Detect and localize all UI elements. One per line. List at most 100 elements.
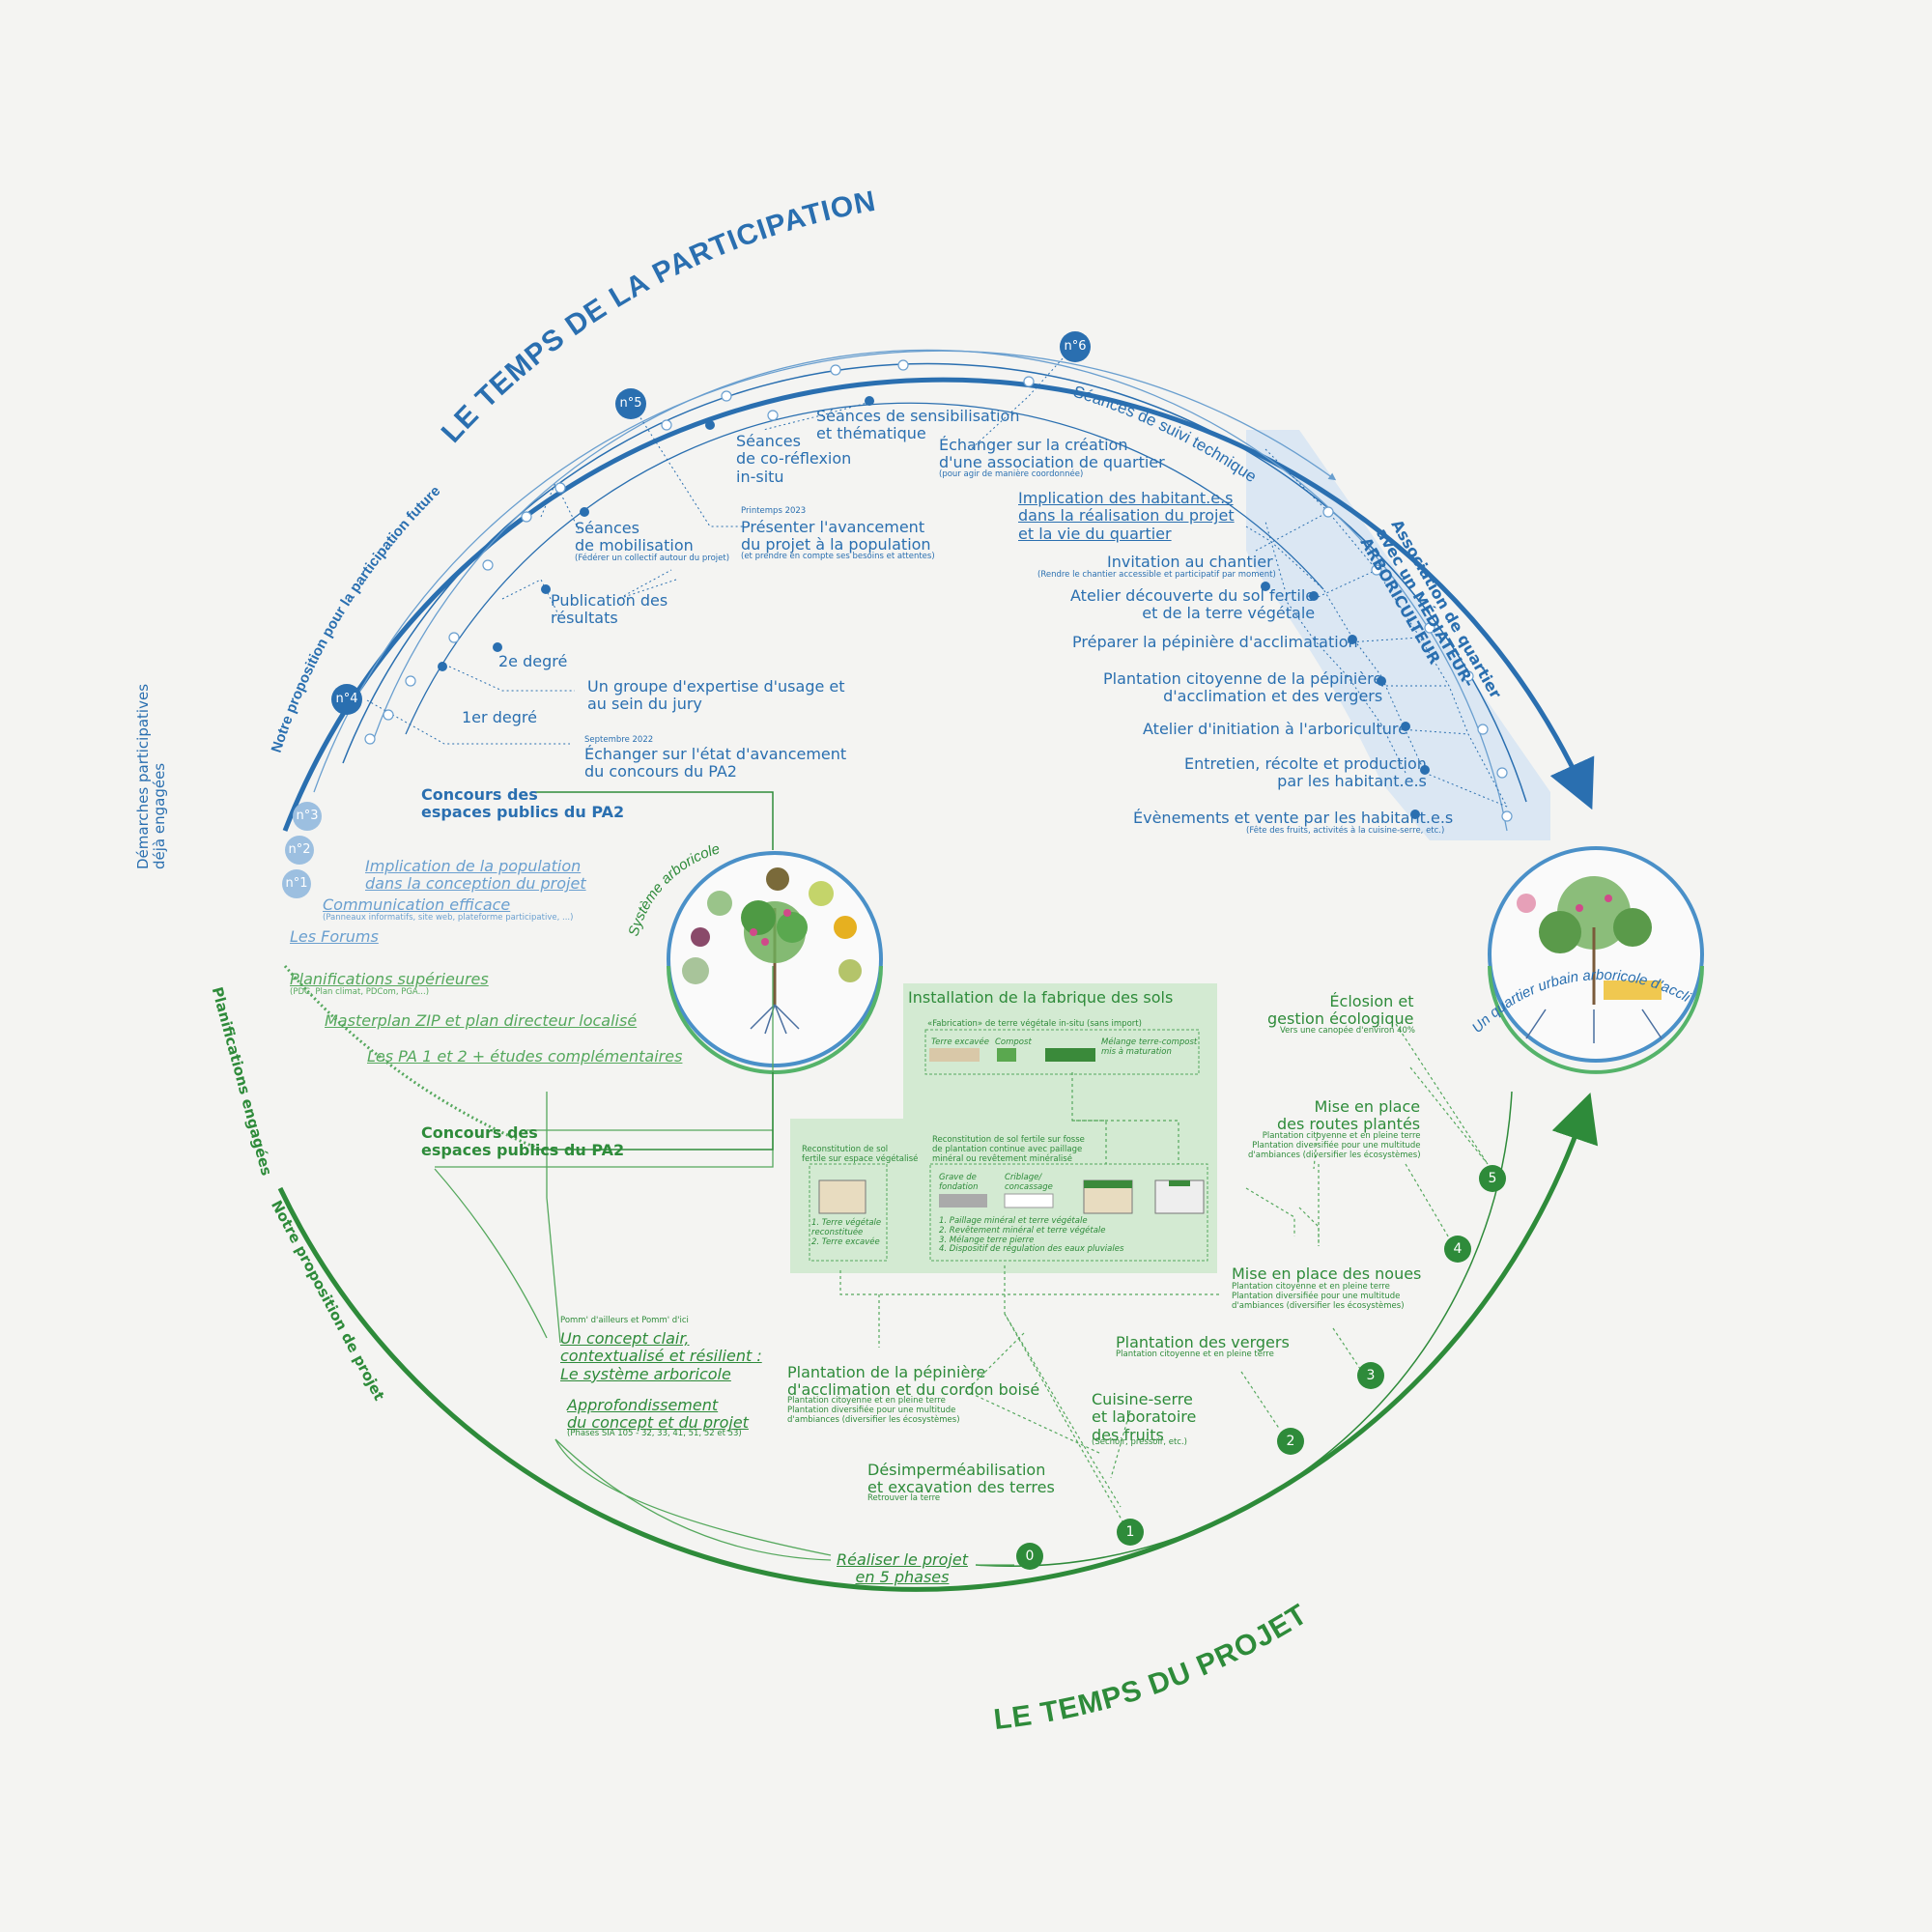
- link-implication-pop[interactable]: Implication de la population dans la con…: [365, 857, 586, 894]
- text-coreflexion: Séances de co-réflexion in-situ: [736, 432, 852, 486]
- text-degre2: 2e degré: [498, 652, 568, 670]
- phase-arc: [975, 1091, 1513, 1567]
- quartier-illustration: [1517, 876, 1662, 1043]
- participation-arc-2: [342, 362, 1527, 803]
- badge-n6: n°6: [1060, 331, 1091, 362]
- text-entretien: Entretien, récolte et production par les…: [1184, 754, 1427, 791]
- text-noues: Mise en place des noues: [1232, 1264, 1422, 1283]
- label-future: Notre proposition pour la participation …: [269, 483, 444, 754]
- fabrique-compost: Compost: [995, 1037, 1032, 1047]
- text-atelier-sol: Atelier découverte du sol fertile et de …: [1070, 586, 1316, 623]
- text-eclosion-sub: Vers une canopée d'environ 40%: [1280, 1026, 1415, 1036]
- fabrique-recon2-list: 1. Paillage minéral et terre végétale 2.…: [939, 1216, 1124, 1255]
- fabrique-criblage: Criblage/ concassage: [1005, 1173, 1053, 1192]
- text-cuisine-sub: (Séchoir, pressoir, etc.): [1092, 1437, 1187, 1447]
- badge-n3: n°3: [293, 802, 322, 831]
- text-presenter: Présenter l'avancement du projet à la po…: [741, 518, 931, 554]
- text-pepiniere-sub: Plantation citoyenne et en pleine terre …: [787, 1396, 960, 1425]
- link-planif-superieures[interactable]: Planifications supérieures: [290, 970, 489, 988]
- link-forums[interactable]: Les Forums: [290, 927, 379, 946]
- project-connectors: [839, 1023, 1489, 1527]
- text-degre1: 1er degré: [462, 708, 537, 726]
- participation-arc-4: [405, 402, 1324, 735]
- text-evenements-sub: (Fête des fruits, activités à la cuisine…: [1246, 826, 1445, 836]
- text-echanger: Échanger sur l'état d'avancement du conc…: [584, 745, 847, 781]
- link-pa12[interactable]: Les PA 1 et 2 + études complémentaires: [367, 1047, 683, 1065]
- text-cuisine: Cuisine-serre et laboratoire des fruits: [1092, 1390, 1197, 1444]
- link-approfondissement[interactable]: Approfondissement du concept et du proje…: [567, 1396, 749, 1433]
- concours-frame: [531, 791, 774, 1151]
- text-groupe: Un groupe d'expertise d'usage et au sein…: [587, 677, 845, 714]
- participation-arc-outer: [282, 377, 1595, 832]
- phase-4: 4: [1444, 1236, 1471, 1263]
- text-invitation: Invitation au chantier: [1107, 553, 1273, 571]
- badge-n5: n°5: [615, 388, 646, 419]
- link-masterplan[interactable]: Masterplan ZIP et plan directeur localis…: [325, 1011, 638, 1030]
- fabrique-fabrication: «Fabrication» de terre végétale in-situ …: [927, 1019, 1142, 1029]
- text-creation: Échanger sur la création d'une associati…: [939, 436, 1165, 472]
- text-mobilisation-sub: (Fédérer un collectif autour du projet): [575, 554, 730, 563]
- fabrique-recon1-list: 1. Terre végétale reconstituée 2. Terre …: [811, 1218, 882, 1247]
- text-evenements: Évènements et vente par les habitant.e.s: [1133, 809, 1454, 827]
- text-plantation-citoyenne: Plantation citoyenne de la pépinière d'a…: [1103, 669, 1383, 706]
- text-arboriculture: Atelier d'initiation à l'arboriculture: [1143, 720, 1407, 738]
- text-eclosion: Éclosion et gestion écologique: [1267, 992, 1414, 1029]
- fabrique-terre: Terre excavée: [931, 1037, 989, 1047]
- participation-arc-1: [313, 350, 1337, 793]
- fabrique-title: Installation de la fabrique des sols: [908, 988, 1174, 1007]
- text-pepiniere-projet: Plantation de la pépinière d'acclimation…: [787, 1363, 1040, 1400]
- text-creation-sub: (pour agir de manière coordonnée): [939, 469, 1084, 479]
- phase-5: 5: [1479, 1165, 1506, 1192]
- title-projet: LE TEMPS DU PROJET: [992, 1598, 1314, 1736]
- text-invitation-sub: (Rendre le chantier accessible et partic…: [1037, 570, 1276, 580]
- text-approfondissement-sub: (Phases SIA 105 - 32, 33, 41, 51, 52 et …: [567, 1429, 742, 1438]
- text-vergers: Plantation des vergers: [1116, 1333, 1290, 1351]
- fabrique-recon1: Reconstitution de sol fertile sur espace…: [802, 1145, 919, 1164]
- phase-2: 2: [1277, 1428, 1304, 1455]
- participation-nodes: [364, 359, 1513, 822]
- link-implication-habitants[interactable]: Implication des habitant.e.s dans la réa…: [1018, 489, 1235, 543]
- text-publication: Publication des résultats: [551, 591, 668, 628]
- text-routes: Mise en place des routes plantés: [1277, 1097, 1421, 1134]
- fabrique-grave: Grave de fondation: [939, 1173, 979, 1192]
- project-arc-outer: [277, 1093, 1598, 1592]
- text-noues-sub: Plantation citoyenne et en pleine terre …: [1232, 1282, 1405, 1311]
- fabrique-recon2: Reconstitution de sol fertile sur fosse …: [932, 1135, 1085, 1164]
- text-sensibilisation: Séances de sensibilisation et thématique: [816, 407, 1020, 443]
- text-septembre: Septembre 2022: [584, 735, 654, 745]
- text-communication-sub: (Panneaux informatifs, site web, platefo…: [323, 913, 574, 923]
- badge-n4: n°4: [331, 684, 362, 715]
- association-zone: [1246, 430, 1550, 840]
- fabrique-melange: Mélange terre-compost mis à maturation: [1101, 1037, 1198, 1057]
- text-printemps: Printemps 2023: [741, 506, 807, 516]
- label-systeme: Système arboricole: [625, 840, 722, 938]
- planification-lines: [434, 966, 1014, 1566]
- badge-n2: n°2: [285, 836, 314, 865]
- phase-3: 3: [1357, 1362, 1384, 1389]
- text-planif-sub: (PDC, Plan climat, PDCom, PGA...): [290, 987, 430, 997]
- participation-arc-3: [371, 349, 1508, 832]
- text-desimper: Désimperméabilisation et excavation des …: [867, 1461, 1055, 1497]
- text-presenter-sub: (et prendre en compte ses besoins et att…: [741, 552, 935, 561]
- text-pomm: Pomm' d'ailleurs et Pomm' d'ici: [560, 1316, 689, 1325]
- text-concours2: Concours des espaces publics du PA2: [421, 1123, 625, 1160]
- quartier-circle: [1488, 846, 1704, 1063]
- text-pepiniere-prep: Préparer la pépinière d'acclimatation: [1072, 633, 1358, 651]
- tree-illustration: [682, 867, 862, 1035]
- title-participation: LE TEMPS DE LA PARTICIPATION: [436, 185, 879, 449]
- text-concours1: Concours des espaces publics du PA2: [421, 785, 625, 822]
- phase-1: 1: [1117, 1519, 1144, 1546]
- participation-dots: [438, 396, 1430, 819]
- text-mobilisation: Séances de mobilisation: [575, 519, 694, 555]
- phase-0: 0: [1016, 1543, 1043, 1570]
- text-vergers-sub: Plantation citoyenne et en pleine terre: [1116, 1350, 1274, 1359]
- link-communication[interactable]: Communication efficace: [323, 895, 511, 914]
- badge-n1: n°1: [282, 869, 311, 898]
- text-desimper-sub: Retrouver la terre: [867, 1493, 941, 1503]
- label-demarches: Démarches participatives déjà engagées: [134, 683, 169, 869]
- proposition-dots: [283, 965, 542, 1151]
- link-concept[interactable]: Un concept clair, contextualisé et résil…: [560, 1329, 762, 1383]
- link-realiser[interactable]: Réaliser le projet en 5 phases: [837, 1550, 968, 1587]
